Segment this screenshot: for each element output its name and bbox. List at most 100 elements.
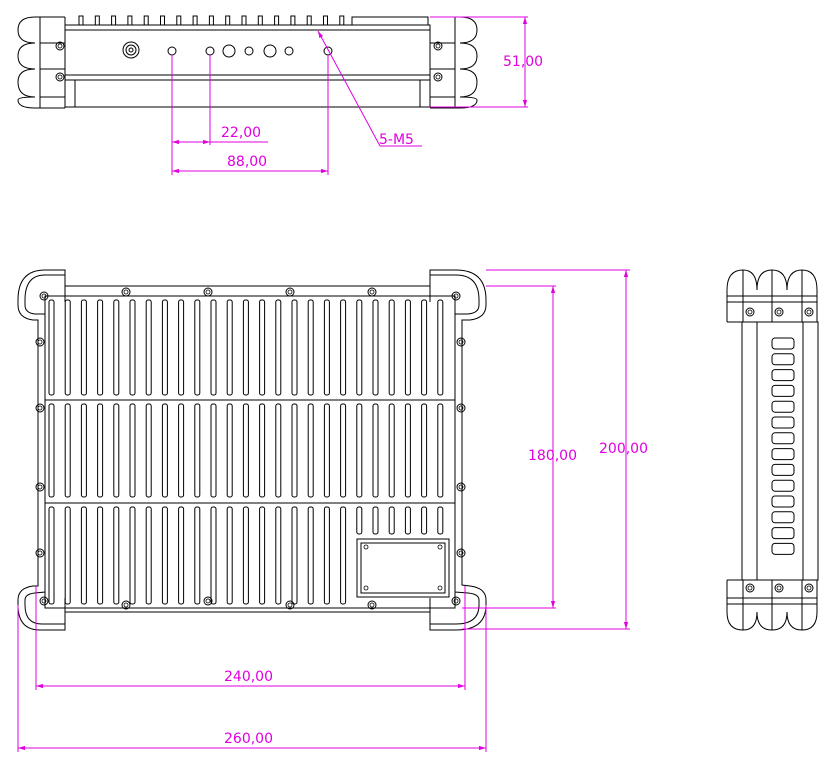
screw-head xyxy=(287,602,293,608)
dim-height-front: 51,00 xyxy=(503,54,543,70)
screw xyxy=(451,291,461,301)
top-fin xyxy=(437,506,444,535)
side-slot xyxy=(771,495,795,508)
top-fin xyxy=(113,506,120,605)
top-fin xyxy=(340,403,347,498)
screw xyxy=(35,548,45,558)
top-fin xyxy=(404,299,411,396)
top-fin xyxy=(372,506,379,535)
screw-head xyxy=(458,550,464,556)
top-fin xyxy=(64,506,71,605)
side-slot xyxy=(771,353,795,366)
screw-head xyxy=(369,602,375,608)
top-fin xyxy=(275,403,282,498)
screw-head xyxy=(205,598,211,604)
dim-outer-width: 260,00 xyxy=(224,731,273,747)
screw xyxy=(35,482,45,492)
screw-head xyxy=(287,289,293,295)
side-slot xyxy=(771,463,795,476)
screw xyxy=(451,596,461,606)
top-fin xyxy=(80,506,87,605)
dim-spacing-small: 22,00 xyxy=(221,125,261,141)
top-fin xyxy=(291,506,298,605)
top-fin xyxy=(226,299,233,396)
top-fin xyxy=(210,506,217,605)
top-fin xyxy=(437,299,444,396)
top-fin xyxy=(275,506,282,605)
screw xyxy=(367,600,377,610)
top-fin xyxy=(48,403,55,498)
top-fin xyxy=(356,403,363,498)
side-slot xyxy=(771,448,795,461)
screw xyxy=(121,287,131,297)
top-fin xyxy=(194,299,201,396)
top-fins xyxy=(48,299,444,605)
top-fin xyxy=(388,403,395,498)
screw-head xyxy=(458,405,464,411)
screw-head xyxy=(205,289,211,295)
front-fin xyxy=(111,15,117,26)
top-fin xyxy=(259,506,266,605)
screw-head xyxy=(37,405,43,411)
front-fin xyxy=(192,15,198,26)
top-fin xyxy=(259,403,266,498)
dim-thread: 5-M5 xyxy=(379,132,414,148)
top-fin xyxy=(48,299,55,396)
front-connectors xyxy=(122,41,333,59)
front-right-bumper xyxy=(430,16,478,109)
screw xyxy=(285,600,295,610)
top-fin xyxy=(113,299,120,396)
screw xyxy=(121,600,131,610)
top-fin xyxy=(388,299,395,396)
top-fin xyxy=(388,506,395,535)
top-fin xyxy=(323,506,330,605)
top-fin xyxy=(356,299,363,396)
top-fin xyxy=(437,403,444,498)
screw-head xyxy=(41,598,47,604)
top-fin xyxy=(275,299,282,396)
top-fin xyxy=(194,506,201,605)
front-fins xyxy=(78,15,345,26)
top-fin xyxy=(97,506,104,605)
top-fin xyxy=(80,403,87,498)
top-fin xyxy=(404,403,411,498)
screw-head xyxy=(41,293,47,299)
dim-inner-height: 180,00 xyxy=(528,448,577,464)
top-fin xyxy=(97,299,104,396)
screw xyxy=(456,482,466,492)
screw xyxy=(456,403,466,413)
top-fin xyxy=(404,506,411,535)
top-screws xyxy=(35,287,466,610)
side-slot xyxy=(771,479,795,492)
top-dimensions: 180,00 200,00 240,00 260,00 xyxy=(17,269,648,752)
top-fin xyxy=(178,403,185,498)
top-fin xyxy=(340,299,347,396)
screw-head xyxy=(458,484,464,490)
top-fin xyxy=(129,403,136,498)
top-fin xyxy=(226,506,233,605)
front-fin xyxy=(274,15,280,26)
top-fin xyxy=(307,506,314,605)
side-slot xyxy=(771,527,795,540)
top-fin xyxy=(259,299,266,396)
screw xyxy=(203,287,213,297)
front-fin xyxy=(94,15,100,26)
top-fin xyxy=(356,506,363,535)
top-fin xyxy=(97,403,104,498)
top-fin xyxy=(242,506,249,605)
top-fin xyxy=(242,403,249,498)
front-fin xyxy=(290,15,296,26)
front-fin xyxy=(323,15,328,26)
top-fin xyxy=(129,299,136,396)
dim-outer-height: 200,00 xyxy=(599,441,648,457)
top-fin xyxy=(80,299,87,396)
side-slot xyxy=(771,432,795,445)
front-fin xyxy=(127,15,133,26)
top-fin xyxy=(242,299,249,396)
screw-head xyxy=(123,602,129,608)
top-fin xyxy=(145,299,152,396)
screw-head xyxy=(37,484,43,490)
top-fin xyxy=(421,299,428,396)
front-fin xyxy=(208,15,214,26)
